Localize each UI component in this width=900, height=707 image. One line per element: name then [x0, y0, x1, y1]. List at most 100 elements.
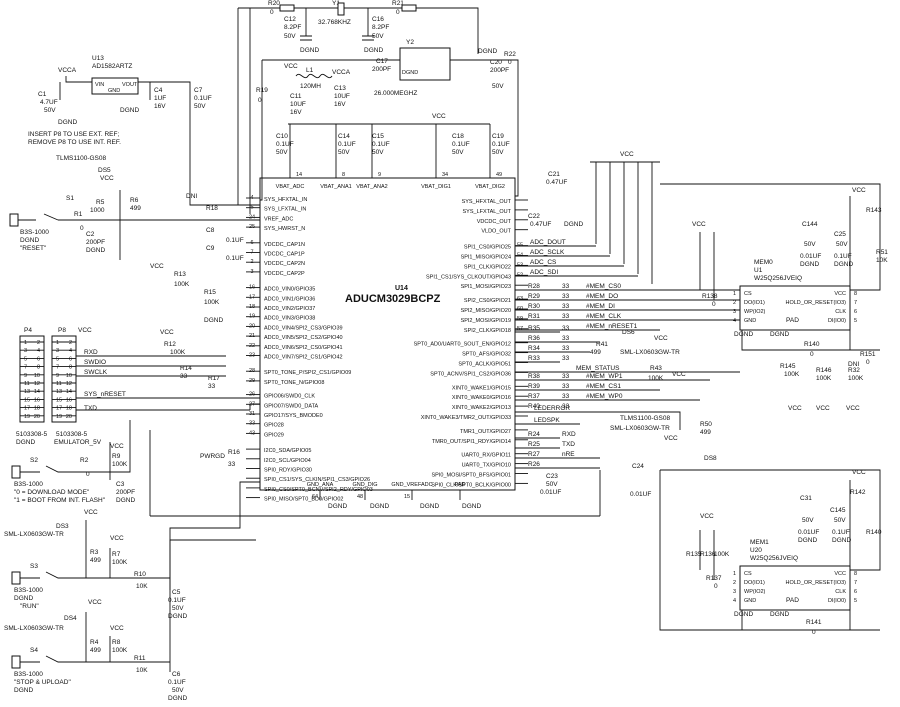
r22-value: 0: [508, 59, 512, 66]
u13-vout: VOUT: [122, 82, 138, 88]
mcu-left-pin-name: GPIO28: [264, 423, 284, 429]
s3-body: [11, 571, 21, 585]
c21-value: 0.47UF: [546, 179, 567, 186]
flash-right-pin-num: 7: [854, 580, 857, 586]
c18-volt: 50V: [452, 149, 464, 156]
r43-value: 100K: [648, 375, 664, 382]
connector-pin-odd: 15: [56, 397, 62, 403]
u20-pad-gnd: DGND: [770, 611, 789, 618]
connector-pin-even: 18: [66, 406, 72, 412]
c1-label: C1: [38, 91, 47, 98]
mcu-left-pin-name: SPI0_RDY/GPIO30: [264, 468, 312, 474]
net-swdio: SWDIO: [84, 359, 106, 366]
u20-mem: MEM1: [750, 539, 769, 546]
smlx-label-4: SML-LX0603GW-TR: [610, 425, 670, 432]
ds5-label: DS5: [98, 167, 111, 174]
r5-label: R5: [96, 199, 105, 206]
r29-value: 33: [562, 293, 570, 300]
r1-value: 0: [80, 225, 84, 232]
mcu-right-pin-name: UART0_TX/GPIO10: [462, 463, 511, 469]
c20-label: C20: [490, 59, 502, 66]
net-adc-sdi: ADC_SDI: [530, 269, 558, 276]
mcu-top-pin-name: VBAT_ANA2: [356, 184, 387, 190]
r26-label: R26: [528, 461, 540, 468]
c4-value: 1UF: [154, 95, 166, 102]
r37-label: R37: [528, 393, 540, 400]
mcu-u14: U14 ADUCM3029BCPZ VBAT_ADC14VBAT_ANA18VB…: [246, 172, 528, 503]
c21-label: C21: [548, 171, 560, 178]
tlms-label: TLMS1100-GS08: [56, 155, 106, 162]
vcc-r12: VCC: [160, 329, 174, 336]
c16-volt: 50V: [372, 33, 384, 40]
connector-pin-even: 14: [34, 389, 40, 395]
mcu-right-pin-name: SPI0_CLK/SPT0_BCLK/GPIO00: [431, 482, 511, 488]
r146-value: 100K: [816, 375, 832, 382]
c16-value: 8.2PF: [372, 24, 389, 31]
connector-pin-even: 20: [34, 414, 40, 420]
c144-label: C144: [802, 221, 818, 228]
r145-value: 100K: [784, 371, 800, 378]
r151-label: R151: [860, 351, 876, 358]
y1-label: Y1: [332, 0, 340, 7]
r15-label: R15: [204, 289, 216, 296]
u13-vin: VIN: [95, 82, 104, 88]
flash-left-pin-num: 2: [733, 300, 736, 306]
r12-label: R12: [164, 341, 176, 348]
c11-volt: 16V: [290, 109, 302, 116]
net-rxd-r: RXD: [562, 431, 576, 438]
flash-right-pin-num: 5: [854, 318, 857, 324]
mcu-right-pin-name: SPT0_AFS/GPIO32: [462, 352, 511, 358]
c14-volt: 50V: [338, 149, 350, 156]
r24-label: R24: [528, 431, 540, 438]
net-adc-sclk: ADC_SCLK: [530, 249, 565, 256]
p8-part: 5103308-5: [56, 431, 87, 438]
mcu-right-pin-name: SPT0_ACNV/SPI1_CS2/GPIO36: [430, 371, 511, 377]
r143-label: R143: [866, 207, 882, 214]
r3-label: R3: [90, 549, 99, 556]
vcc-r43: VCC: [672, 371, 686, 378]
gnd-dig-net: DGND: [370, 503, 389, 510]
r140-label-2: R140: [866, 529, 882, 536]
r4-value: 499: [90, 647, 101, 654]
mcu-right-pin-name: SPI1_MOSI/GPIO23: [461, 284, 511, 290]
c7-label: C7: [194, 87, 203, 94]
c14-value: 0.1UF: [338, 141, 356, 148]
r8-label: R8: [112, 639, 121, 646]
r20-label: R20: [268, 0, 280, 7]
c10-value: 0.1UF: [276, 141, 294, 148]
flash-left-pin-name: WP(IO2): [744, 589, 766, 595]
mcu-left-pin-name: ADC0_VIN2/GPIO37: [264, 306, 315, 312]
mcu-part: ADUCM3029BCPZ: [345, 293, 441, 305]
c145-volt: 50V: [834, 517, 846, 524]
mcu-top-pin-name: VBAT_DIG2: [475, 184, 505, 190]
s2-caption-2: "1 = BOOT FROM INT. FLASH": [14, 497, 106, 504]
c6-gnd: DGND: [168, 695, 187, 702]
c6-label: C6: [172, 671, 181, 678]
flash-left-pin-name: CS: [744, 291, 752, 297]
c3-gnd: DGND: [116, 497, 135, 504]
r30-label: R30: [528, 303, 540, 310]
flash-left-pin-num: 3: [733, 309, 736, 315]
s1-part: B3S-1000: [20, 229, 49, 236]
flash-right-pin-name: DI(IO0): [828, 598, 846, 604]
s1-label: S1: [66, 195, 74, 202]
flash-u20: MEM1 U20 W25Q256JVEIQ CS1DO(IO1)2WP(IO2)…: [659, 469, 882, 636]
r138-value: 0: [712, 301, 716, 308]
mcu-left-pin-name: SPI0_CS1/SYS_CLKIN/SPI1_CS3/GPIO26: [264, 477, 370, 483]
flash-left-pin-num: 2: [733, 580, 736, 586]
net-mem-do: #MEM_DO: [586, 293, 618, 300]
vcca-l1: VCCA: [332, 69, 351, 76]
u20-pad: PAD: [786, 597, 799, 604]
net-mem-di: #MEM_DI: [586, 303, 615, 310]
mcu-ground: DGND DGND DGND DGND: [149, 430, 601, 517]
s4-label: S4: [30, 647, 38, 654]
r135-label: R135: [686, 551, 702, 558]
mcu-bottom-pin-name: GND_ANA: [307, 482, 334, 488]
s2-part: B3S-1000: [14, 481, 43, 488]
connector-pin-even: 6: [69, 356, 72, 362]
c19-value: 0.1UF: [492, 141, 510, 148]
flash-right-pin-num: 6: [854, 309, 857, 315]
